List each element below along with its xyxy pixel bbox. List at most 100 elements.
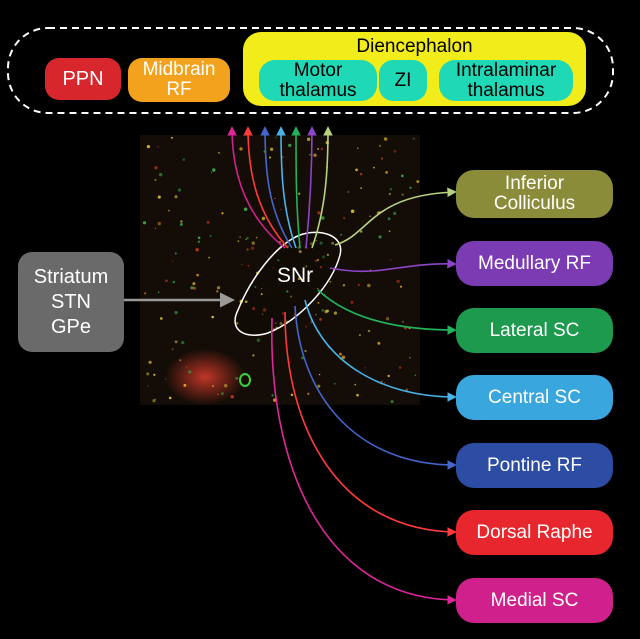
micrograph-speckle	[239, 236, 241, 238]
micrograph-speckle	[313, 153, 317, 157]
inferior-colliculus-label: Inferior Colliculus	[493, 173, 576, 214]
micrograph	[140, 135, 420, 405]
micrograph-speckle	[230, 395, 234, 399]
micrograph-speckle	[211, 315, 214, 319]
micrograph-speckle	[262, 308, 267, 312]
micrograph-speckle	[390, 400, 394, 404]
zi-label: ZI	[394, 69, 412, 91]
micrograph-speckle	[360, 187, 362, 189]
micrograph-speckle	[393, 149, 397, 153]
micrograph-speckle	[297, 277, 301, 281]
micrograph-speckle	[212, 385, 214, 387]
micrograph-speckle	[333, 382, 336, 385]
micrograph-speckle	[152, 399, 156, 403]
micrograph-speckle	[274, 197, 276, 200]
micrograph-speckle	[217, 393, 219, 395]
micrograph-speckle	[171, 260, 174, 262]
micrograph-speckle	[261, 313, 264, 315]
micrograph-speckle	[157, 291, 160, 294]
pontine-rf-box: Pontine RF	[456, 443, 613, 488]
micrograph-speckle	[197, 236, 201, 240]
diencephalon-group: Diencephalon Motor thalamus ZI Intralami…	[243, 32, 586, 106]
micrograph-speckle	[331, 241, 335, 245]
micrograph-speckle	[324, 309, 328, 314]
micrograph-speckle	[356, 393, 359, 397]
micrograph-speckle	[369, 215, 371, 217]
micrograph-speckle	[188, 370, 192, 374]
micrograph-speckle	[314, 259, 317, 262]
micrograph-speckle	[146, 145, 150, 149]
micrograph-speckle	[405, 388, 408, 391]
micrograph-speckle	[393, 211, 397, 216]
micrograph-speckle	[154, 166, 158, 170]
output-projections	[271, 187, 457, 605]
micrograph-speckle	[409, 186, 412, 190]
micrograph-speckle	[414, 374, 417, 377]
micrograph-speckle	[401, 320, 404, 323]
micrograph-speckle	[247, 264, 250, 267]
micrograph-speckle	[177, 188, 182, 192]
medullary-rf-label: Medullary RF	[478, 252, 591, 274]
micrograph-speckle	[350, 209, 355, 213]
micrograph-speckle	[269, 147, 274, 151]
micrograph-speckle	[364, 367, 366, 369]
micrograph-speckle	[304, 349, 307, 353]
micrograph-speckle	[158, 172, 163, 177]
micrograph-speckle	[280, 208, 282, 211]
micrograph-speckle	[254, 285, 257, 289]
micrograph-speckle	[357, 283, 360, 286]
micrograph-speckle	[154, 178, 157, 182]
micrograph-speckle	[245, 238, 247, 241]
micrograph-speckle	[190, 286, 194, 290]
micrograph-speckle	[416, 180, 420, 184]
micrograph-speckle	[252, 354, 255, 357]
micrograph-speckle	[300, 241, 302, 243]
micrograph-speckle	[182, 158, 186, 161]
micrograph-speckle	[383, 382, 386, 384]
micrograph-speckle	[224, 384, 228, 388]
micrograph-speckle	[172, 280, 176, 284]
micrograph-speckle	[221, 212, 224, 215]
micrograph-speckle	[340, 233, 343, 236]
micrograph-speckle	[142, 221, 147, 225]
micrograph-speckle	[144, 292, 147, 295]
micrograph-speckle	[252, 307, 256, 311]
micrograph-speckle	[319, 265, 323, 269]
micrograph-speckle	[309, 153, 311, 156]
micrograph-speckle	[195, 248, 199, 252]
micrograph-speckle	[180, 220, 183, 223]
micrograph-speckle	[322, 255, 325, 259]
micrograph-speckle	[153, 373, 156, 376]
midbrain-rf-label: Midbrain RF	[142, 59, 216, 100]
micrograph-speckle	[250, 246, 255, 250]
micrograph-speckle	[251, 241, 256, 245]
micrograph-speckle	[235, 376, 239, 380]
micrograph-speckle	[388, 192, 391, 196]
micrograph-speckle	[358, 333, 362, 337]
micrograph-speckle	[367, 283, 371, 288]
micrograph-speckle	[298, 250, 302, 254]
target-group-outline	[7, 27, 614, 114]
micrograph-speckle	[359, 172, 363, 176]
micrograph-speckle	[260, 287, 263, 290]
micrograph-speckle	[148, 360, 152, 364]
micrograph-speckle	[179, 359, 182, 362]
micrograph-speckle	[315, 313, 317, 316]
midbrain-rf-box: Midbrain RF	[128, 58, 230, 102]
micrograph-speckle	[196, 273, 199, 277]
micrograph-speckle	[347, 190, 350, 193]
micrograph-speckle	[400, 174, 404, 178]
micrograph-speckle	[357, 147, 359, 150]
micrograph-speckle	[244, 300, 248, 304]
micrograph-speckle	[286, 290, 289, 293]
micrograph-speckle	[243, 207, 248, 211]
micrograph-speckle	[362, 220, 364, 222]
micrograph-speckle	[305, 325, 308, 328]
micrograph-speckle	[159, 317, 163, 320]
micrograph-speckle	[389, 187, 393, 191]
micrograph-speckle	[246, 248, 249, 251]
micrograph-speckle	[401, 193, 404, 196]
micrograph-speckle	[288, 143, 292, 148]
micrograph-speckle	[235, 321, 239, 325]
snr-label: SNr	[277, 264, 314, 287]
